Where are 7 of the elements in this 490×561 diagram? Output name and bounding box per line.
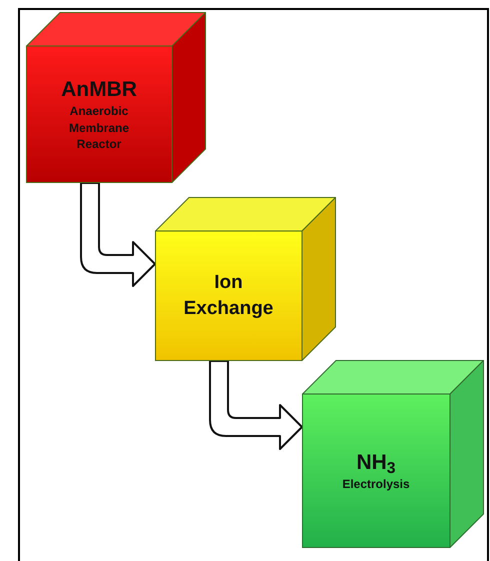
block-subtitle: Electrolysis [341, 476, 411, 492]
block-title: NH$_{3}$ [356, 450, 396, 476]
hollow-bent-arrow [80, 182, 156, 287]
block-title: Ion Exchange [182, 270, 274, 321]
block-title: AnMBR [61, 77, 137, 104]
hollow-bent-arrow [209, 360, 303, 450]
block-subtitle: Anaerobic Membrane Reactor [68, 103, 130, 152]
